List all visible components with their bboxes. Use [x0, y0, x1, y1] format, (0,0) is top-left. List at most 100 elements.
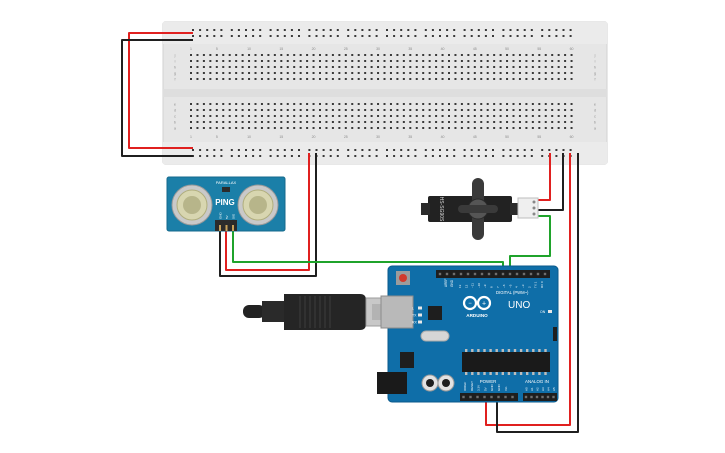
breadboard-hole: [222, 60, 225, 62]
breadboard-hole: [202, 54, 205, 56]
breadboard-hole: [312, 121, 315, 123]
breadboard-hole: [351, 103, 354, 105]
breadboard-hole: [357, 66, 360, 68]
breadboard-hole: [338, 109, 341, 111]
wire-green-servo-signal[interactable]: [509, 215, 551, 271]
arduino-led: [418, 306, 422, 310]
breadboard-hole: [409, 115, 412, 117]
arduino-digital-pin-hole[interactable]: [536, 272, 540, 276]
breadboard-rail-hole: [269, 155, 272, 157]
arduino-analog-pin-hole[interactable]: [535, 395, 539, 399]
wire-black-arduino-gnd[interactable]: [496, 153, 579, 433]
breadboard-rail-hole: [237, 149, 240, 151]
breadboard-rail-hole: [393, 149, 396, 151]
arduino-analog-pin-hole[interactable]: [524, 395, 528, 399]
arduino-digital-pin-hole[interactable]: [459, 272, 463, 276]
arduino-power-pin-label: RESET: [470, 381, 474, 391]
breadboard-hole: [364, 72, 367, 74]
arduino-power-pin-hole[interactable]: [476, 395, 479, 399]
arduino-digital-pin-hole[interactable]: [466, 272, 470, 276]
arduino-digital-pin-hole[interactable]: [452, 272, 456, 276]
wire-red-arduino-5v[interactable]: [485, 153, 571, 426]
arduino-digital-pin-hole[interactable]: [522, 272, 526, 276]
breadboard-hole: [402, 115, 405, 117]
arduino-digital-pin-hole[interactable]: [515, 272, 519, 276]
arduino-led-label: RX: [412, 320, 418, 324]
mcu-pin: [507, 372, 511, 375]
breadboard-hole: [480, 72, 483, 74]
wire-green-ping-sig[interactable]: [232, 231, 504, 271]
breadboard-rail-hole: [308, 29, 311, 31]
arduino-power-pin-hole[interactable]: [462, 395, 465, 399]
arduino-digital-pin-hole[interactable]: [480, 272, 484, 276]
servo-connector-pin-2: [532, 206, 536, 210]
breadboard-rail-hole: [393, 35, 396, 37]
breadboard-hole: [273, 121, 276, 123]
breadboard-hole: [325, 54, 328, 56]
wire-black-servo-gnd[interactable]: [536, 153, 564, 211]
arduino-digital-pin-hole[interactable]: [473, 272, 477, 276]
breadboard-hole: [409, 78, 412, 80]
breadboard-hole: [260, 78, 263, 80]
breadboard-hole: [370, 121, 373, 123]
breadboard-hole: [493, 54, 496, 56]
breadboard-rail-hole: [245, 35, 247, 37]
servo-motor[interactable]: HS-SG90S: [421, 178, 539, 240]
breadboard-hole: [551, 78, 554, 80]
arduino-analog-pin-hole[interactable]: [546, 395, 550, 399]
arduino-digital-pin-label: ~5: [508, 284, 512, 288]
arduino-digital-pin-label: ~10: [477, 283, 481, 288]
arduino-analog-pin-hole[interactable]: [530, 395, 533, 399]
arduino-power-pin-hole[interactable]: [497, 395, 500, 399]
breadboard-hole: [512, 103, 515, 105]
breadboard-hole: [525, 109, 528, 111]
arduino-digital-pin-hole[interactable]: [494, 272, 498, 276]
breadboard-hole: [286, 78, 289, 80]
arduino-power-pin-hole[interactable]: [483, 395, 486, 399]
breadboard-rail-hole: [192, 149, 194, 151]
arduino-power-pin-hole[interactable]: [511, 395, 514, 399]
breadboard-hole: [351, 109, 354, 111]
breadboard-hole: [389, 54, 392, 56]
breadboard-center-channel: [163, 89, 607, 97]
wire-black-ping-gnd[interactable]: [219, 153, 317, 277]
wire-red-servo-power[interactable]: [536, 153, 551, 201]
breadboard-hole: [544, 60, 547, 62]
breadboard-hole: [325, 109, 328, 111]
breadboard-hole: [389, 66, 392, 68]
wire-black-left-rail[interactable]: [121, 39, 193, 157]
breadboard-hole: [202, 115, 205, 117]
arduino-digital-pin-hole[interactable]: [543, 272, 547, 276]
breadboard-rail-hole: [245, 155, 247, 157]
breadboard-column-number: 45: [473, 135, 477, 139]
arduino-digital-pin-hole[interactable]: [445, 272, 449, 276]
arduino-digital-pin-hole[interactable]: [529, 272, 533, 276]
breadboard-hole: [480, 60, 483, 62]
arduino-power-pin-hole[interactable]: [490, 395, 493, 399]
breadboard-rail-hole: [276, 29, 279, 31]
arduino-digital-pin-hole[interactable]: [487, 272, 491, 276]
breadboard-hole: [209, 121, 212, 123]
wire-red-ping-5v[interactable]: [225, 153, 310, 271]
breadboard-hole: [312, 60, 315, 62]
arduino-digital-pin-hole[interactable]: [508, 272, 512, 276]
arduino-logo-plus: +: [482, 301, 486, 308]
arduino-digital-pin-hole[interactable]: [438, 272, 442, 276]
arduino-digital-pin-hole[interactable]: [501, 272, 505, 276]
breadboard-hole: [241, 109, 244, 111]
breadboard-hole: [518, 103, 521, 105]
arduino-analog-pin-hole[interactable]: [541, 395, 544, 399]
breadboard-hole: [402, 109, 405, 111]
breadboard-hole: [215, 115, 218, 117]
breadboard-rail-hole: [354, 35, 357, 37]
wire-red-left-rail[interactable]: [128, 32, 193, 149]
arduino-power-pin-hole[interactable]: [469, 395, 472, 399]
breadboard-rail-hole: [484, 29, 487, 31]
breadboard-column-number: 1: [190, 135, 192, 139]
arduino-power-pin-hole[interactable]: [504, 395, 507, 399]
breadboard-hole: [512, 72, 515, 74]
arduino-analog-pin-hole[interactable]: [552, 395, 555, 399]
